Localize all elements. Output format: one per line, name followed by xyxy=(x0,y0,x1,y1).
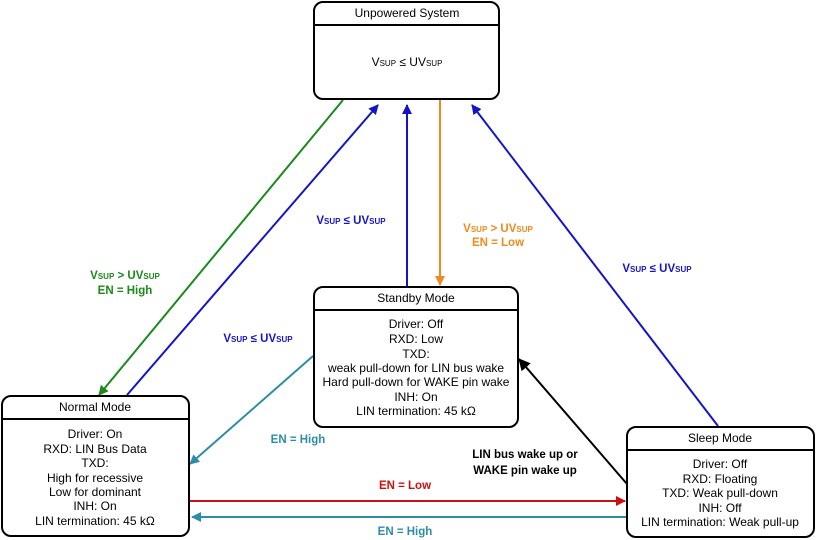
label-power-up-normal: VSUP > UVSUP EN = High xyxy=(90,270,160,297)
label-normal-to-unpowered: VSUP ≤ UVSUP xyxy=(223,333,293,345)
normal-line: High for recessive xyxy=(47,471,143,485)
arrow-standby-to-normal xyxy=(189,355,314,465)
standby-line: INH: On xyxy=(394,390,437,404)
standby-line: weak pull-down for LIN bus wake xyxy=(327,361,504,375)
sleep-line: LIN termination: Weak pull-up xyxy=(641,515,799,529)
state-standby-title: Standby Mode xyxy=(377,291,455,305)
normal-line: LIN termination: 45 kΩ xyxy=(35,514,155,528)
normal-line: INH: On xyxy=(73,499,116,513)
label-power-up-standby: VSUP > UVSUP EN = Low xyxy=(463,223,533,249)
svg-text:EN = Low: EN = Low xyxy=(472,237,524,249)
state-normal: Normal Mode Driver: On RXD: LIN Bus Data… xyxy=(1,395,190,537)
arrow-normal-to-unpowered xyxy=(126,104,379,396)
standby-line: TXD: xyxy=(402,347,429,361)
normal-line: TXD: xyxy=(81,456,108,470)
arrow-power-up-normal xyxy=(98,99,344,396)
svg-text:VSUP > UVSUP: VSUP > UVSUP xyxy=(90,270,160,282)
label-standby-to-normal: EN = High xyxy=(271,434,326,446)
state-unpowered: Unpowered System VSUP ≤ UVSUP xyxy=(313,1,500,100)
sleep-line: Driver: Off xyxy=(693,457,748,471)
standby-line: LIN termination: 45 kΩ xyxy=(356,404,476,418)
svg-text:LIN bus wake up or: LIN bus wake up or xyxy=(472,449,578,461)
standby-line: Driver: Off xyxy=(389,317,444,331)
svg-text:WAKE pin wake up: WAKE pin wake up xyxy=(473,465,577,477)
standby-line: Hard pull-down for WAKE pin wake xyxy=(323,375,510,389)
label-sleep-to-unpowered: VSUP ≤ UVSUP xyxy=(622,263,692,275)
label-sleep-to-standby: LIN bus wake up or WAKE pin wake up xyxy=(472,449,578,477)
sleep-line: RXD: Floating xyxy=(683,472,758,486)
state-unpowered-title: Unpowered System xyxy=(355,6,460,20)
normal-line: Driver: On xyxy=(68,427,123,441)
state-unpowered-condition: VSUP ≤ UVSUP xyxy=(372,55,443,69)
normal-line: Low for dominant xyxy=(49,485,142,499)
normal-line: RXD: LIN Bus Data xyxy=(43,442,147,456)
sleep-line: INH: Off xyxy=(698,501,742,515)
standby-line: RXD: Low xyxy=(389,332,443,346)
state-sleep: Sleep Mode Driver: Off RXD: Floating TXD… xyxy=(626,426,815,538)
state-standby: Standby Mode Driver: Off RXD: Low TXD: w… xyxy=(313,286,519,428)
label-standby-to-unpowered: VSUP ≤ UVSUP xyxy=(316,215,386,227)
state-normal-title: Normal Mode xyxy=(59,400,131,414)
arrow-sleep-to-standby xyxy=(518,358,628,485)
svg-text:EN = High: EN = High xyxy=(98,285,153,297)
state-sleep-title: Sleep Mode xyxy=(688,431,752,445)
label-normal-to-sleep: EN = Low xyxy=(379,480,431,492)
label-sleep-to-normal: EN = High xyxy=(378,526,433,538)
arrow-sleep-to-unpowered xyxy=(471,104,719,427)
sleep-line: TXD: Weak pull-down xyxy=(662,486,778,500)
svg-text:VSUP > UVSUP: VSUP > UVSUP xyxy=(463,223,533,235)
